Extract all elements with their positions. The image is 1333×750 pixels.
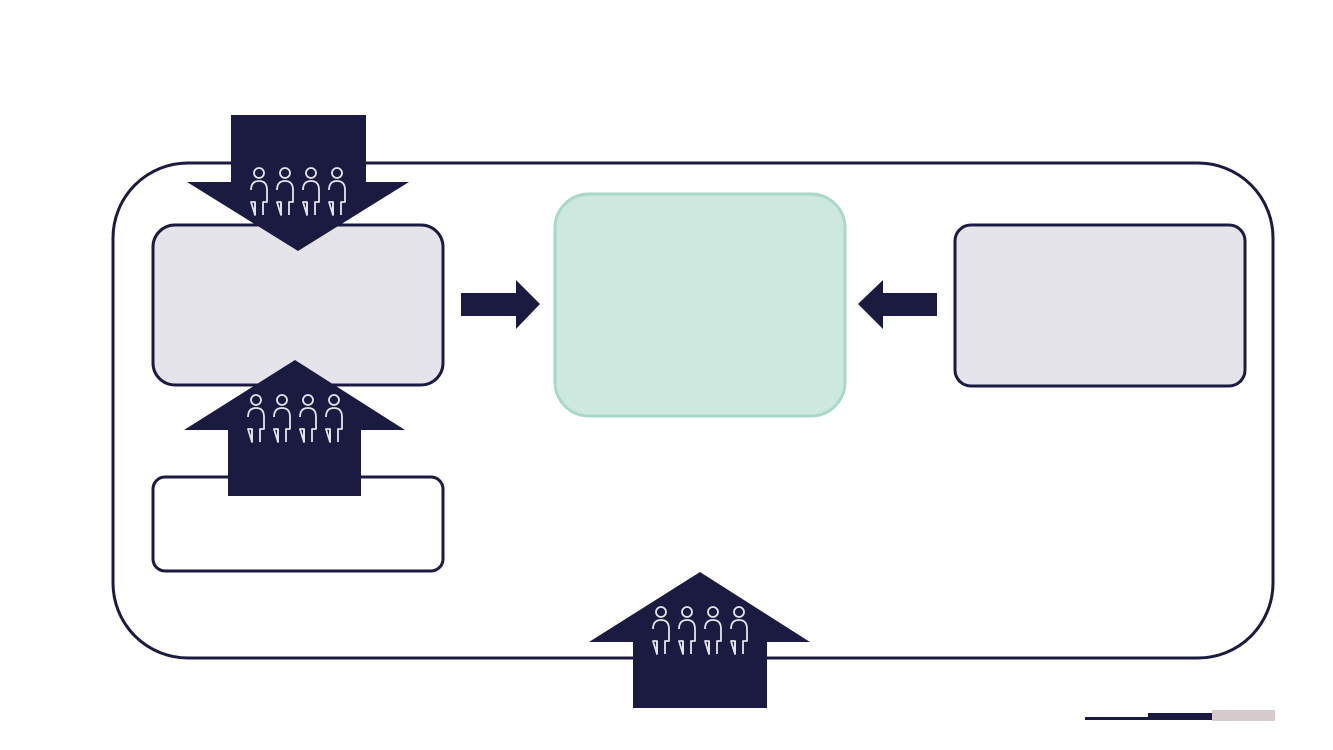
arrow-up-icon: [184, 360, 405, 496]
arrow-right-icon: [461, 280, 540, 329]
arrow-up-people-left: [184, 360, 405, 496]
arrow-down-icon: [187, 115, 409, 251]
arrow-up-people-bottom: [589, 572, 810, 708]
right-box: [953, 223, 1247, 388]
footer-accent: [1085, 710, 1275, 721]
arrow-up-icon: [589, 572, 810, 708]
arrow-left-icon: [858, 280, 937, 329]
center-box: [553, 192, 847, 418]
arrow-down-people: [187, 115, 409, 251]
